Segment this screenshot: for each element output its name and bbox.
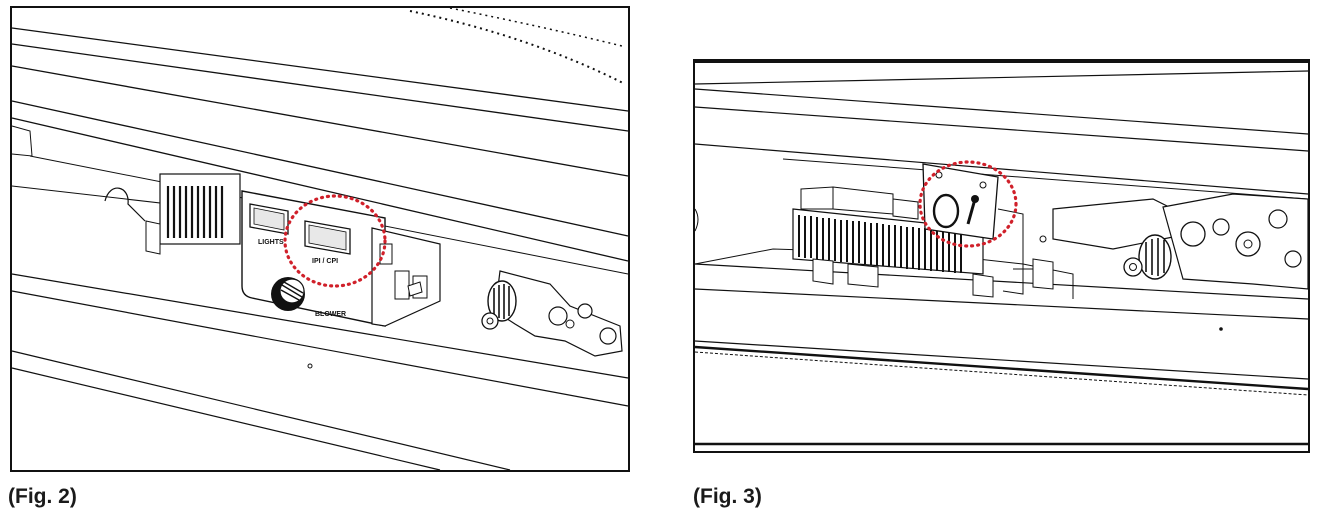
figure-2-diagram: LIGHTS IPI / CPI BLOWER <box>10 6 630 472</box>
fig3-illustration <box>693 59 1310 453</box>
fig3-panel-line <box>782 158 1309 200</box>
fig3-panel-line <box>694 106 1309 152</box>
lights-switch-label: LIGHTS <box>258 239 284 246</box>
fig2-panel-line <box>11 100 629 237</box>
fig2-screw <box>307 363 313 369</box>
fig3-panel-line <box>694 143 1309 195</box>
blower-knob-icon <box>271 277 305 311</box>
figure-2-caption: (Fig. 2) <box>8 485 77 508</box>
fig2-illustration: LIGHTS IPI / CPI BLOWER <box>10 6 630 472</box>
fig2-fin-block <box>145 173 241 255</box>
fig3-bottom-line-thick <box>694 345 1309 391</box>
fig3-bracket <box>922 163 1034 295</box>
rocker-switch-icon <box>304 220 351 255</box>
fig2-panel-line <box>11 43 629 132</box>
fig3-bottom-line <box>694 340 1309 380</box>
figure-3-diagram <box>693 59 1310 453</box>
fig2-bottom-line <box>11 273 629 379</box>
fig2-bottom-line <box>11 290 629 407</box>
fig2-connector-block <box>371 227 441 327</box>
rocker-switch-icon <box>249 203 289 235</box>
gas-valve-icon <box>481 270 623 357</box>
fig3-left-edge <box>694 208 699 232</box>
fig3-screw <box>1039 235 1047 243</box>
fig2-panel-line <box>11 117 629 262</box>
fig2-bottom-line <box>11 350 511 471</box>
fig2-panel-line <box>11 27 629 112</box>
fig3-bottom-line-dashed <box>694 351 1309 396</box>
fig2-left-bracket <box>11 125 33 157</box>
blower-knob-label: BLOWER <box>315 311 346 318</box>
fig2-panel-line <box>11 65 629 177</box>
dotted-highlight-circle <box>283 194 387 288</box>
fig3-bottom-line <box>694 288 1309 320</box>
fig3-screw <box>1219 327 1223 331</box>
fig2-wire-loop <box>104 187 146 222</box>
fig2-switch-panel: LIGHTS IPI / CPI BLOWER <box>241 190 386 327</box>
fig2-bottom-line <box>11 367 441 471</box>
fig2-dotted-outline <box>409 10 626 85</box>
figure-3-caption: (Fig. 3) <box>693 485 762 508</box>
fig3-bottom-line <box>694 263 1309 300</box>
ipi-cpi-switch-label: IPI / CPI <box>312 258 338 265</box>
fig3-panel-line <box>694 88 1309 135</box>
fig3-panel-line <box>694 70 1309 85</box>
gas-valve-icon <box>1123 193 1309 290</box>
dotted-highlight-circle <box>918 160 1018 248</box>
